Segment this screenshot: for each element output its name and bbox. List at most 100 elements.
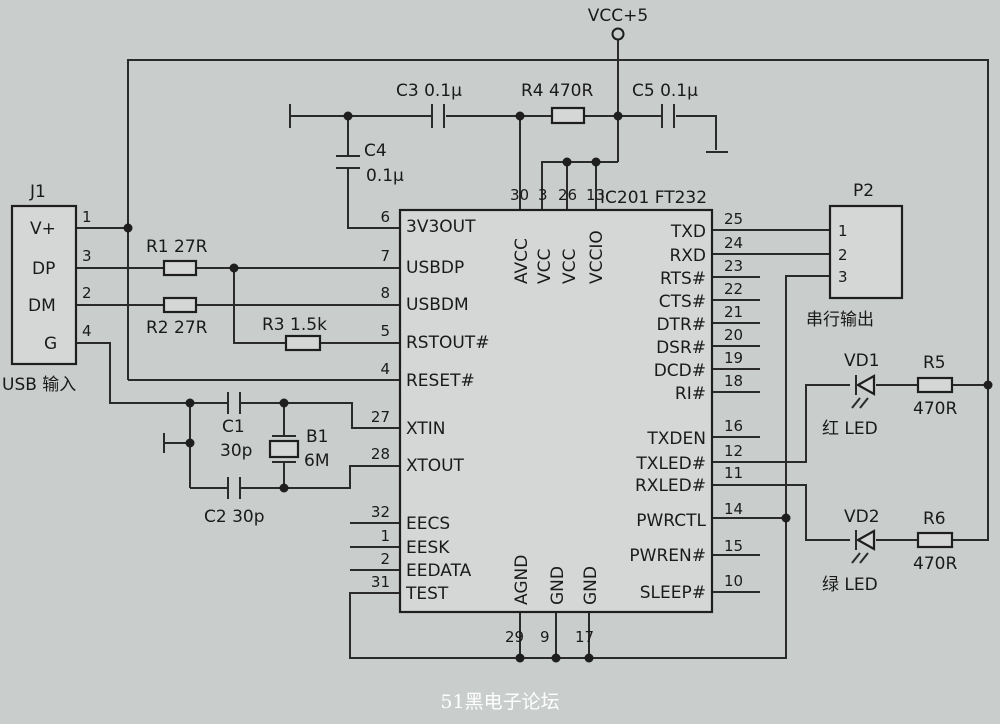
c4-name: C4	[364, 141, 387, 161]
ic-pin-name: VCC	[560, 249, 580, 284]
ic-pin-name: VCCIO	[587, 230, 607, 284]
ic-pin-num: 27	[371, 408, 390, 426]
ic-pin-name: RSTOUT#	[406, 333, 489, 353]
r5-name: R5	[923, 353, 946, 373]
r1-label: R1 27R	[146, 237, 208, 257]
ic-pin-name: EESK	[406, 538, 450, 558]
ic-ft232: IC201 FT232	[398, 188, 714, 614]
r4-label: R4 470R	[521, 81, 593, 101]
ic-pin-num: 16	[724, 417, 743, 435]
ic-pin-name: XTOUT	[406, 456, 465, 476]
j1-pin-num: 4	[82, 322, 92, 340]
c5-label: C5 0.1µ	[632, 81, 698, 101]
ic-pin-name: TXDEN	[646, 429, 706, 449]
junctions	[123, 111, 993, 663]
ic-pin-name: GND	[581, 566, 601, 605]
ic-pin-name: AGND	[512, 555, 532, 605]
ic-pin-name: DSR#	[656, 338, 706, 358]
r6-value: 470R	[913, 554, 957, 574]
capacitor-c5: C5 0.1µ	[632, 81, 698, 128]
ic-pin-num: 24	[724, 234, 743, 252]
ic-pin-name: 3V3OUT	[406, 217, 476, 237]
ic-pin-name: XTIN	[406, 419, 445, 439]
ic-pin-num: 20	[724, 326, 743, 344]
ic-pin-num: 28	[371, 445, 390, 463]
ic-pin-name: EECS	[406, 514, 450, 534]
j1-pin-num: 2	[82, 284, 92, 302]
ic-pins: 3V3OUT6USBDP7USBDM8RSTOUT#5RESET#4XTIN27…	[371, 186, 743, 646]
ic-pin-name: VCC	[535, 249, 555, 284]
ic-pin-name: AVCC	[512, 238, 532, 284]
ic-pin-num: 11	[724, 464, 743, 482]
ic-pin-num: 22	[724, 280, 743, 298]
resistor-r6: R6 470R	[913, 509, 957, 574]
j1-pin-name: DP	[32, 259, 55, 279]
ic-pin-name: USBDM	[406, 295, 469, 315]
capacitor-c1: C1 30p	[220, 392, 252, 461]
r3-label: R3 1.5k	[262, 315, 327, 335]
ic-pin-name: RTS#	[660, 269, 706, 289]
vd1-label: VD1	[844, 351, 880, 371]
r5-value: 470R	[913, 399, 957, 419]
ic-pin-num: 2	[380, 550, 390, 568]
p2-label: P2	[853, 181, 874, 201]
j1-pin-name: V+	[30, 219, 56, 239]
j1-pin-name: G	[44, 334, 57, 354]
r2-label: R2 27R	[146, 318, 208, 338]
led-vd2: VD2 绿 LED	[822, 507, 880, 595]
ic-pin-num: 31	[371, 573, 390, 591]
vcc-terminal: VCC+5	[588, 6, 648, 41]
ic-pin-name: DCD#	[654, 361, 706, 381]
ic-pin-num: 12	[724, 442, 743, 460]
ic-pin-num: 4	[380, 360, 390, 378]
c4-value: 0.1µ	[366, 166, 404, 186]
ic-pin-num: 30	[510, 186, 529, 204]
b1-name: B1	[306, 427, 328, 447]
ic-pin-name: EEDATA	[406, 561, 472, 581]
ic-pin-num: 9	[540, 628, 550, 646]
resistor-r5: R5 470R	[913, 353, 957, 419]
resistor-r4: R4 470R	[521, 81, 593, 125]
ic-pin-name: PWREN#	[629, 546, 706, 566]
ic-pin-name: SLEEP#	[640, 583, 706, 603]
j1-pin-num: 1	[82, 208, 92, 226]
c2-label: C2 30p	[204, 507, 265, 527]
c3-label: C3 0.1µ	[396, 81, 462, 101]
watermark: 51黑电子论坛	[440, 691, 559, 713]
ic-pin-num: 17	[575, 628, 594, 646]
crystal-b1: B1 6M	[268, 427, 329, 471]
wires	[76, 40, 989, 659]
p2-pin-num: 1	[838, 222, 848, 240]
led-vd1: VD1 红 LED	[822, 351, 880, 439]
ic-pin-name: GND	[548, 566, 568, 605]
ic-pin-num: 7	[380, 247, 390, 265]
ic-pin-num: 8	[380, 284, 390, 302]
ic-pin-num: 19	[724, 349, 743, 367]
supply-label: VCC+5	[588, 6, 648, 26]
ic-pin-name: TXD	[670, 222, 706, 242]
ic-pin-num: 25	[724, 210, 743, 228]
vd2-label: VD2	[844, 507, 880, 527]
ic-pin-name: RXD	[669, 246, 706, 266]
ic-pin-num: 10	[724, 572, 743, 590]
ic-pin-name: RESET#	[406, 371, 475, 391]
ic-pin-num: 6	[380, 208, 390, 226]
capacitor-c4: C4 0.1µ	[336, 141, 404, 186]
ic-pin-num: 1	[380, 527, 390, 545]
ic-label: IC201 FT232	[600, 188, 707, 208]
ic-pin-name: PWRCTL	[636, 511, 706, 531]
ic-pin-num: 26	[558, 186, 577, 204]
j1-label: J1	[29, 182, 46, 202]
b1-value: 6M	[304, 451, 329, 471]
ic-pin-num: 13	[586, 186, 605, 204]
ic-pin-name: TEST	[405, 584, 449, 604]
r6-name: R6	[923, 509, 946, 529]
vd2-caption: 绿 LED	[822, 575, 878, 595]
ic-pin-num: 21	[724, 303, 743, 321]
j1-pin-name: DM	[28, 296, 56, 316]
c1-name: C1	[222, 417, 245, 437]
resistor-r1: R1 27R	[146, 237, 208, 277]
ic-pin-name: RXLED#	[635, 476, 706, 496]
ic-pin-num: 32	[371, 503, 390, 521]
